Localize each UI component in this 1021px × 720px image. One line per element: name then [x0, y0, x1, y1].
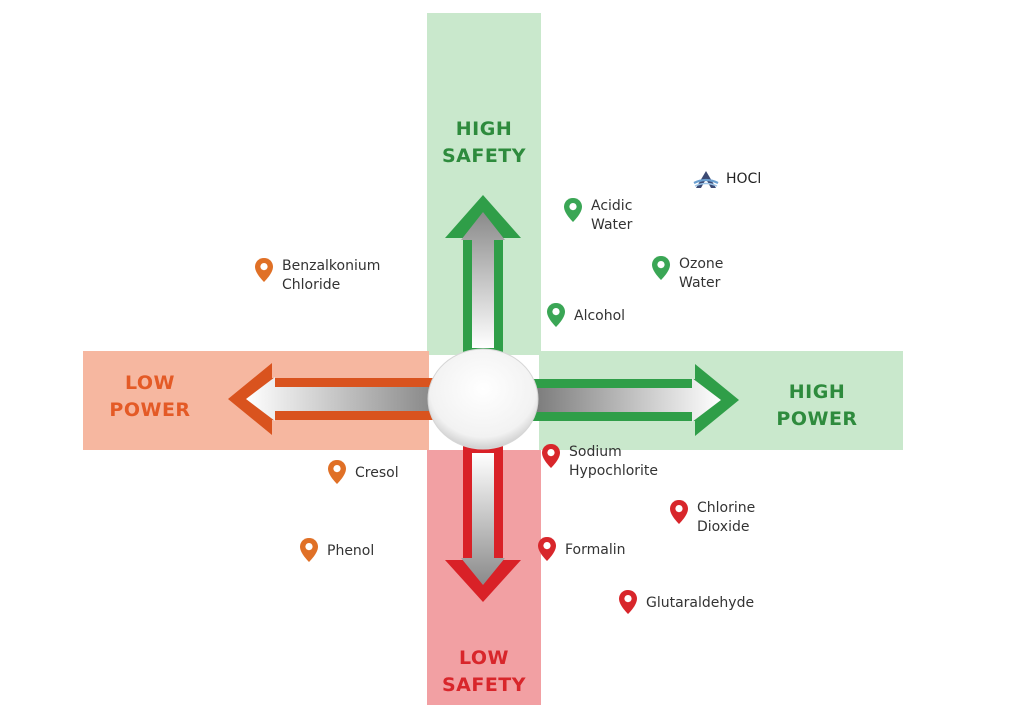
map-pin-icon [328, 460, 346, 484]
map-pin-icon [619, 590, 637, 614]
sodium-hypochlorite-line2: Hypochlorite [569, 463, 659, 479]
alcohol-label: Alcohol [574, 308, 626, 324]
map-pin-icon [255, 258, 273, 282]
chlorine-dioxide-line1: Chlorine [697, 500, 756, 516]
label-high-power: HIGH POWER [757, 379, 877, 433]
map-pin-icon [670, 500, 688, 524]
hocl-logo-icon [693, 171, 719, 188]
label-low-power-line2: POWER [109, 399, 191, 421]
map-pin-icon [547, 303, 565, 327]
label-low-safety: LOW SAFETY [427, 645, 541, 699]
arrow-right-high-power [529, 364, 739, 436]
item-chlorine-dioxide: Chlorine Dioxide [669, 499, 755, 537]
hocl-label: HOCl [726, 171, 762, 187]
label-high-safety: HIGH SAFETY [427, 116, 541, 170]
map-pin-icon [300, 538, 318, 562]
map-pin-icon [652, 256, 670, 280]
item-benzalkonium-chloride: Benzalkonium Chloride [254, 257, 380, 295]
arrow-left-low-power [228, 363, 438, 435]
map-pin-icon [542, 444, 560, 468]
map-pin-icon [538, 537, 556, 561]
glutaraldehyde-label: Glutaraldehyde [646, 595, 755, 611]
phenol-label: Phenol [327, 543, 375, 559]
map-pin-icon [564, 198, 582, 222]
item-formalin: Formalin [537, 536, 626, 562]
label-low-safety-line2: SAFETY [441, 674, 527, 696]
acidic-water-line1: Acidic [591, 198, 633, 214]
benzalkonium-line2: Chloride [282, 277, 341, 293]
label-high-power-line2: POWER [776, 408, 858, 430]
ozone-water-line1: Ozone [679, 256, 724, 272]
arrow-up-high-safety [445, 195, 521, 356]
label-low-power: LOW POWER [95, 370, 205, 424]
label-high-safety-line2: SAFETY [441, 145, 527, 167]
ozone-water-line2: Water [679, 275, 721, 291]
arrow-down-low-safety [445, 445, 521, 602]
center-circle [427, 348, 539, 450]
label-low-safety-line1: LOW [458, 647, 510, 669]
item-acidic-water: Acidic Water [563, 197, 632, 235]
label-high-power-line1: HIGH [788, 381, 846, 403]
cresol-label: Cresol [355, 465, 399, 481]
benzalkonium-line1: Benzalkonium [282, 258, 381, 274]
item-ozone-water: Ozone Water [651, 255, 723, 293]
item-hocl: HOCl [692, 168, 761, 190]
item-cresol: Cresol [327, 459, 399, 485]
item-sodium-hypochlorite: Sodium Hypochlorite [541, 443, 658, 481]
item-phenol: Phenol [299, 537, 374, 563]
label-high-safety-line1: HIGH [455, 118, 513, 140]
label-low-power-line1: LOW [124, 372, 176, 394]
acidic-water-line2: Water [591, 217, 633, 233]
sodium-hypochlorite-line1: Sodium [569, 444, 622, 460]
item-glutaraldehyde: Glutaraldehyde [618, 589, 754, 615]
chlorine-dioxide-line2: Dioxide [697, 519, 750, 535]
formalin-label: Formalin [565, 542, 626, 558]
item-alcohol: Alcohol [546, 302, 625, 328]
